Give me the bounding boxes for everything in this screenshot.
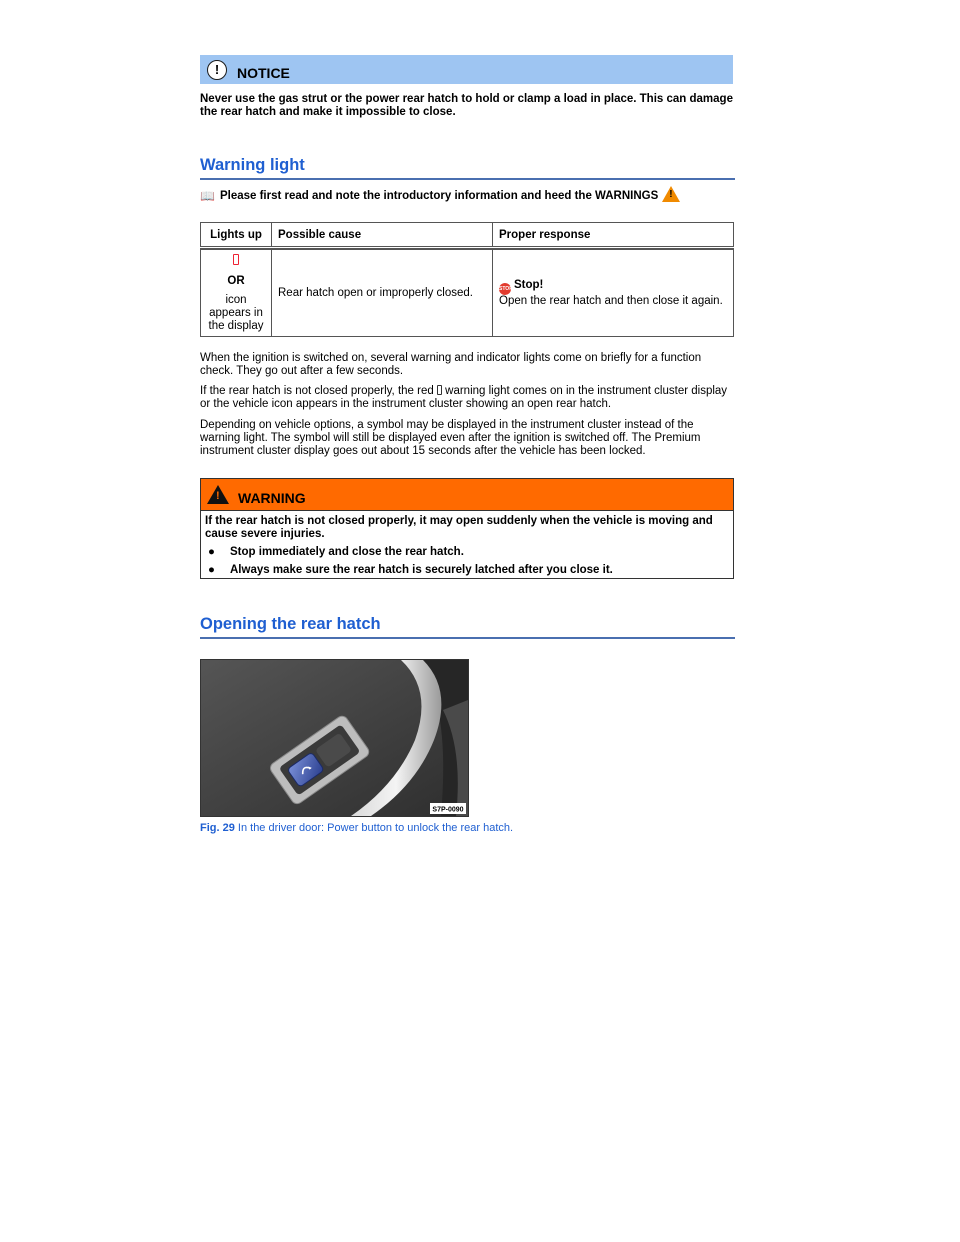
intro-line: 📖 Please first read and note the introdu… (200, 186, 735, 204)
door-button-photo: S7P-0090 (200, 659, 469, 817)
icon-display-text: icon appears in the display (208, 293, 264, 332)
caption-label: Fig. 29 (200, 822, 235, 834)
list-item-text: Always make sure the rear hatch is secur… (230, 564, 613, 576)
figure-code: S7P-0090 (432, 807, 463, 814)
warning-body: If the rear hatch is not closed properly… (201, 511, 733, 577)
warning-text: If the rear hatch is not closed properly… (205, 515, 713, 540)
warning-light-table: Lights up Possible cause Proper response… (200, 222, 734, 337)
table-header-proper-response: Proper response (492, 222, 734, 248)
book-icon: 📖 (200, 189, 215, 203)
warning-title: WARNING (238, 489, 306, 506)
notice-text: Never use the gas strut or the power rea… (200, 93, 733, 118)
proper-response-cell: STOPStop! Open the rear hatch and then c… (492, 249, 734, 337)
possible-cause-cell: Rear hatch open or improperly closed. (271, 249, 493, 337)
caption-text: In the driver door: Power button to unlo… (237, 822, 514, 834)
paragraph-ignition: When the ignition is switched on, severa… (200, 352, 702, 377)
exclamation-circle-icon: ! (207, 59, 227, 80)
paragraph-rear-hatch-not-closed: If the rear hatch is not closed properly… (200, 385, 735, 411)
response-title: Stop! (514, 278, 544, 291)
section-heading-warning-light: Warning light (200, 156, 735, 180)
warning-box: WARNING If the rear hatch is not closed … (200, 478, 734, 579)
paragraph-vehicle-options: Depending on vehicle options, a symbol m… (200, 419, 701, 457)
bullet-icon: ● (208, 546, 215, 558)
table-header-possible-cause: Possible cause (271, 222, 493, 248)
warning-triangle-icon (662, 186, 681, 202)
notice-header: ! NOTICE (200, 55, 733, 84)
warning-triangle-icon (207, 485, 229, 504)
section-heading-opening-rear-hatch: Opening the rear hatch (200, 615, 735, 639)
warning-header: WARNING (201, 479, 733, 511)
rear-hatch-warning-icon (233, 253, 239, 265)
para2-after: warning light comes on in the instrument… (200, 385, 728, 410)
or-label: OR (227, 274, 245, 287)
stop-icon: STOP (499, 282, 513, 295)
rear-hatch-inline-icon (436, 385, 442, 395)
list-item: ● Always make sure the rear hatch is sec… (205, 564, 729, 577)
list-item: ● Stop immediately and close the rear ha… (205, 546, 729, 559)
intro-text: Please first read and note the introduct… (219, 190, 659, 202)
figure-caption: Fig. 29 In the driver door: Power button… (200, 822, 513, 834)
table-header-lights-up: Lights up (200, 222, 272, 248)
response-text: Open the rear hatch and then close it ag… (499, 294, 723, 307)
para2-before: If the rear hatch is not closed properly… (200, 385, 434, 397)
door-illustration: S7P-0090 (201, 660, 468, 816)
table-row: OR icon appears in the display Rear hatc… (200, 249, 734, 337)
notice-title: NOTICE (237, 64, 290, 81)
bullet-icon: ● (208, 564, 215, 576)
list-item-text: Stop immediately and close the rear hatc… (230, 546, 464, 558)
lights-up-cell: OR icon appears in the display (200, 249, 272, 337)
